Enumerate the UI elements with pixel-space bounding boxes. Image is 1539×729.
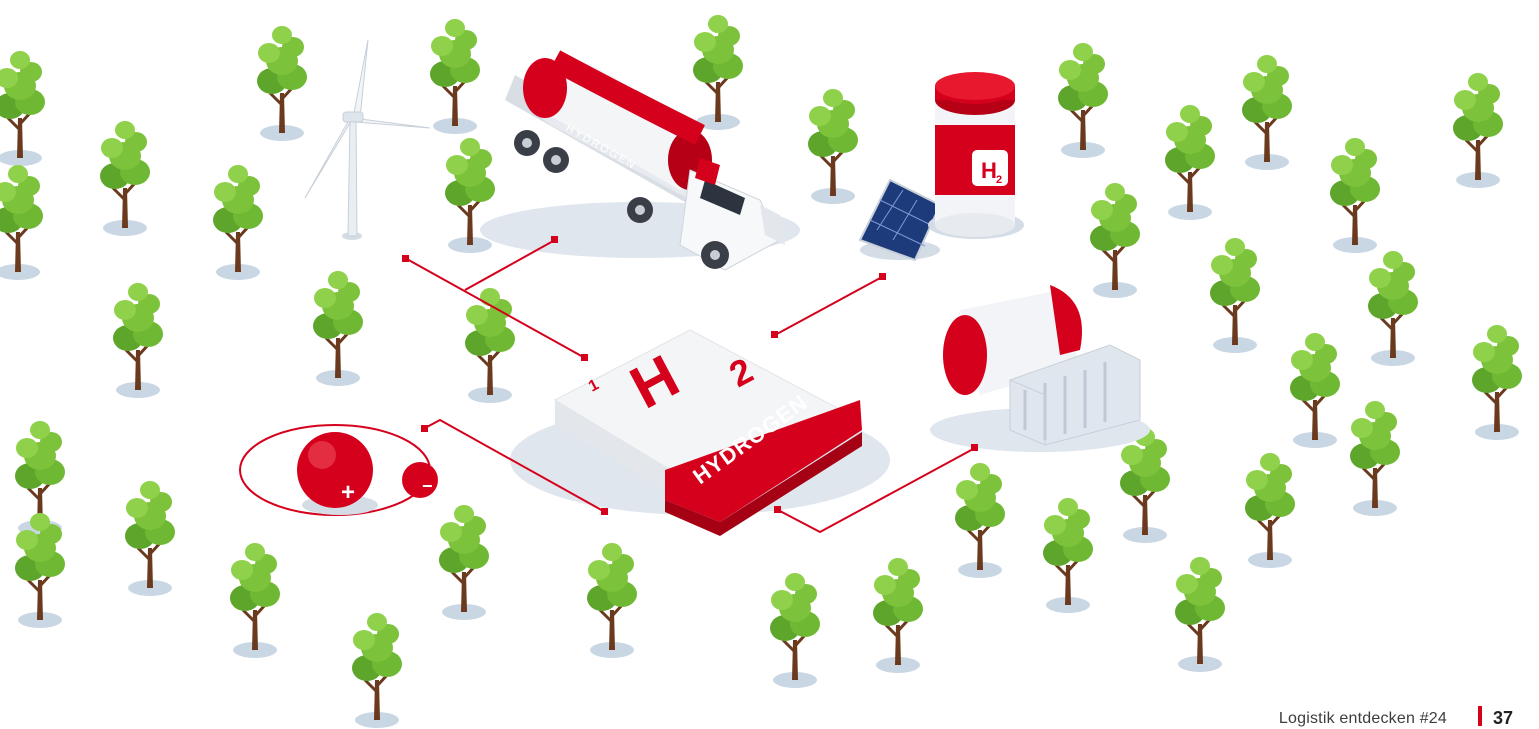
page-footer: Logistik entdecken #24 37 [1180, 706, 1535, 728]
tree [1348, 399, 1402, 518]
tree [123, 479, 177, 598]
tree [1240, 53, 1294, 172]
tree [768, 571, 822, 690]
tree [0, 163, 45, 282]
tree [311, 269, 365, 388]
storage-tank [930, 285, 1150, 452]
publication-title: Logistik entdecken #24 [1278, 710, 1447, 727]
tree [211, 163, 265, 282]
solar-panel [858, 178, 942, 262]
silo-subscript: 2 [996, 174, 1002, 186]
tree [1056, 41, 1110, 160]
tree [1470, 323, 1524, 442]
tree [953, 461, 1007, 580]
tree [1366, 249, 1420, 368]
tree [1173, 555, 1227, 674]
tree [585, 541, 639, 660]
tree [228, 541, 282, 660]
tree [806, 87, 860, 206]
page-number: 37 [1493, 708, 1514, 728]
tree [1088, 181, 1142, 300]
hydrogen-truck: HYDROGEN [480, 50, 800, 271]
footer-divider [1478, 706, 1482, 726]
atom-minus-sign: − [422, 476, 433, 496]
tree [1163, 103, 1217, 222]
tree [0, 49, 47, 168]
hydrogen-platform: HYDROGEN H 2 1 [510, 329, 890, 536]
connector-lines [402, 236, 978, 534]
tree [98, 119, 152, 238]
tree [437, 503, 491, 622]
tree [1451, 71, 1505, 190]
tree [871, 556, 925, 675]
tree [1328, 136, 1382, 255]
tree [1118, 426, 1172, 545]
tree [691, 13, 745, 132]
atom-plus-sign: + [341, 479, 355, 506]
tree [111, 281, 165, 400]
tree [1243, 451, 1297, 570]
hydrogen-atom: + − [239, 424, 438, 516]
silo-symbol: H [981, 158, 997, 183]
tree [1208, 236, 1262, 355]
hydrogen-silo: H 2 [928, 72, 1024, 239]
tree [255, 24, 309, 143]
tree [1041, 496, 1095, 615]
wind-turbine [304, 39, 431, 240]
tree [350, 611, 404, 729]
tree [1288, 331, 1342, 450]
tree [428, 17, 482, 136]
